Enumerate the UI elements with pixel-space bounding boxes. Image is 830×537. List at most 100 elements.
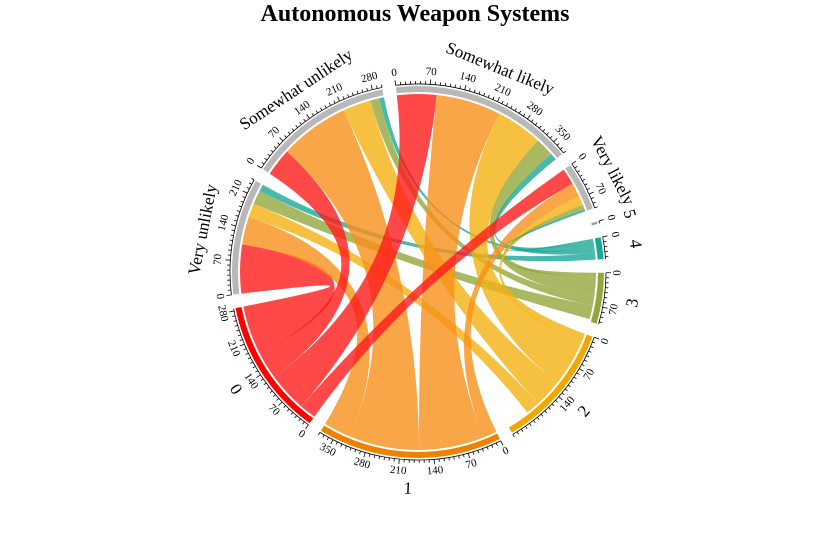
sector-band-5	[591, 221, 598, 226]
sector-axis-3	[598, 272, 607, 325]
ribbon-somewhat-unlikely-to-1	[287, 110, 420, 451]
sector-band-1	[320, 425, 500, 459]
minor-tick	[592, 201, 596, 204]
minor-tick	[383, 456, 385, 461]
minor-tick	[574, 166, 578, 169]
minor-tick	[522, 113, 526, 117]
sector-axis-very-likely	[571, 163, 596, 209]
tick-label: 140	[426, 464, 444, 477]
minor-tick	[283, 405, 286, 408]
minor-tick	[531, 119, 534, 123]
major-tick	[553, 138, 558, 143]
major-tick	[571, 160, 577, 165]
minor-tick	[551, 403, 555, 407]
tick-label: 70	[607, 302, 621, 316]
minor-tick	[263, 382, 267, 386]
minor-tick	[378, 455, 381, 460]
minor-tick	[333, 100, 336, 104]
minor-tick	[601, 311, 605, 314]
sector-label-1: 1	[403, 478, 412, 497]
sector-label-5: 5	[619, 207, 640, 220]
minor-tick	[518, 110, 522, 114]
sector-band-somewhat-unlikely	[262, 89, 384, 173]
major-tick	[394, 80, 397, 86]
minor-tick	[354, 449, 357, 453]
tick-label: 70	[581, 366, 597, 382]
major-tick	[305, 424, 309, 430]
minor-tick	[284, 135, 287, 138]
minor-tick	[235, 215, 239, 217]
minor-tick	[546, 132, 549, 136]
minor-tick	[250, 361, 254, 364]
minor-tick	[555, 400, 558, 403]
minor-tick	[356, 90, 359, 94]
minor-tick	[477, 450, 480, 454]
tick-label: 140	[216, 213, 232, 232]
sector-label-very-likely: Very likely	[587, 133, 639, 209]
minor-tick	[237, 334, 241, 337]
tick-label: 0	[604, 213, 617, 222]
tick-label: 280	[352, 455, 372, 471]
major-tick	[337, 96, 340, 102]
major-tick	[330, 439, 334, 445]
minor-tick	[230, 234, 234, 236]
minor-tick	[266, 386, 270, 390]
major-tick	[467, 453, 470, 459]
sector-axis-somewhat-unlikely	[260, 87, 383, 169]
minor-tick	[246, 186, 250, 190]
minor-tick	[561, 392, 565, 396]
ribbon-very-unlikely-to-0	[239, 244, 335, 354]
minor-tick	[240, 200, 244, 203]
minor-tick	[286, 408, 290, 412]
ribbon-very-unlikely-to-2	[248, 203, 539, 413]
major-tick	[230, 224, 236, 227]
minor-tick	[542, 128, 546, 132]
minor-tick	[577, 170, 581, 173]
minor-tick	[303, 118, 306, 122]
minor-tick	[536, 417, 540, 420]
minor-tick	[472, 451, 475, 455]
minor-tick	[255, 370, 259, 373]
minor-tick	[586, 355, 590, 358]
major-tick	[527, 114, 531, 120]
minor-tick	[549, 135, 553, 139]
minor-tick	[567, 384, 571, 388]
major-tick	[239, 343, 245, 347]
ribbon-somewhat-likely-to-3	[489, 140, 596, 297]
minor-tick	[533, 420, 536, 424]
minor-tick	[295, 125, 298, 128]
tick-label: 280	[360, 70, 379, 86]
minor-tick	[245, 352, 249, 355]
minor-tick	[272, 394, 276, 397]
major-tick	[256, 165, 262, 169]
minor-tick	[584, 183, 588, 186]
minor-tick	[563, 150, 567, 154]
minor-tick	[277, 142, 280, 145]
minor-tick	[459, 85, 461, 89]
minor-tick	[236, 329, 240, 332]
major-tick	[229, 310, 235, 313]
minor-tick	[270, 149, 274, 153]
minor-tick	[322, 434, 325, 438]
minor-tick	[505, 103, 509, 107]
minor-tick	[579, 174, 583, 177]
sector-band-4	[594, 237, 604, 260]
minor-tick	[234, 219, 238, 222]
minor-tick	[501, 100, 504, 104]
minor-tick	[237, 210, 241, 212]
tick-label: 210	[324, 81, 344, 99]
sector-label-4: 4	[626, 238, 646, 249]
major-tick	[278, 401, 283, 406]
minor-tick	[252, 366, 256, 369]
major-tick	[558, 396, 563, 401]
minor-tick	[548, 407, 551, 410]
ribbon-very-likely-to-0	[301, 169, 573, 417]
major-tick	[500, 440, 504, 446]
minor-tick	[492, 96, 495, 100]
tick-label: 70	[593, 181, 609, 196]
minor-tick	[302, 421, 305, 425]
minor-tick	[335, 441, 338, 445]
major-tick	[579, 368, 584, 372]
minor-tick	[269, 390, 273, 394]
